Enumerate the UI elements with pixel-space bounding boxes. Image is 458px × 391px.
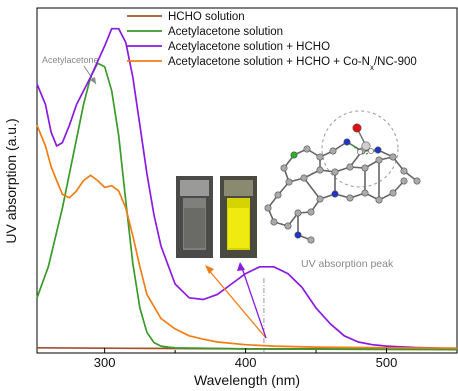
plot-frame [36,7,458,354]
uv-peak-annotation-label: UV absorption peak [301,258,394,270]
series-line-3 [36,27,457,350]
molecule-structure-inset [264,110,421,244]
x-tick-label-2: 400 [235,355,257,370]
uv-peak-annotation: UV absorption peak [263,258,394,353]
acetylacetone-annotation-label: Acetylacetone [42,55,99,65]
legend-label-1: HCHO solution [168,11,245,23]
vial-photos-inset [176,176,257,258]
x-axis-title: Wavelength (nm) [194,372,300,388]
legend-label-2: Acetylacetone solution [168,26,283,38]
x-axis: 300 400 500 [94,348,458,370]
series-line-2 [36,62,458,351]
orange-pointer-arrow [206,267,267,339]
y-axis-title: UV absorption (a.u.) [3,118,19,243]
hydrogen-bonds [347,141,379,155]
purple-pointer-arrow [240,264,267,339]
vial-photo-yellow [220,176,257,258]
vial-photo-gray [176,176,213,258]
legend-label-3: Acetylacetone solution + HCHO [168,41,330,53]
highlight-circle [321,110,399,188]
hcho-molecule [352,123,374,155]
acetylacetone-annotation: Acetylacetone [42,55,99,85]
pointer-arrows [205,262,267,339]
x-tick-label-1: 300 [94,355,116,370]
legend-label-4: Acetylacetone solution + HCHO + Co-Nx/NC… [168,56,417,72]
x-tick-label-3: 500 [376,355,398,370]
molecule-atoms [264,138,421,244]
series-line-4 [36,124,458,350]
